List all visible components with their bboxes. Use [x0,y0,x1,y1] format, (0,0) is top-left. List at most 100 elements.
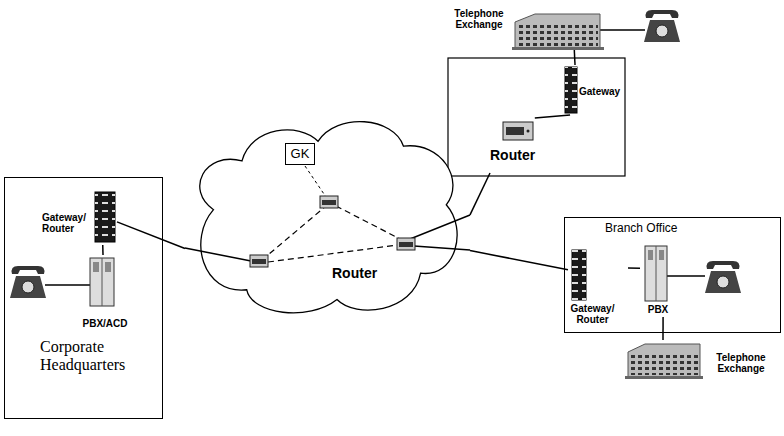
cabinet-panel [105,262,111,272]
cloud-wire [410,215,470,239]
network-cloud: Router GK [185,112,470,322]
cabinet-panel [648,250,653,260]
router-icon [503,122,533,140]
link-line [117,222,185,249]
pbx: PBX [640,242,675,317]
telephone-handset [707,261,740,269]
telephone-exchange: Telephone Exchange [625,340,780,388]
telephone-base [10,276,46,298]
link-line [102,245,104,255]
router: Router [478,118,558,173]
telephone-dial [717,276,729,288]
phone-wire [45,284,90,285]
rack-body [572,250,586,300]
node-label: Telephone Exchange [443,8,515,30]
telephone-base [644,20,680,42]
link-line [574,50,576,65]
cabinet-line [656,246,657,301]
router-body [397,238,415,250]
rack-slots [572,250,586,300]
exchange-building [512,14,604,50]
node-label: Corporate Headquarters [40,338,155,375]
node-label: PBX [638,304,678,315]
telephone [705,261,741,293]
node-label: Gateway/ Router [42,212,94,234]
dashed-link [268,245,398,262]
pbx-acd: PBX/ACD [85,255,130,335]
node-label: Telephone Exchange [705,352,777,374]
link-line [628,267,640,269]
dashed-link [262,206,326,260]
gateway-router: Gateway/ Router [568,245,628,330]
cabinet-body [645,246,667,301]
node-label: Gateway [579,86,625,97]
telephone-handset [646,10,679,18]
router-front [399,242,413,247]
router-icon [397,238,415,250]
dotted-link [305,166,326,197]
router-icon [320,196,338,208]
telephone-dial [22,281,34,293]
rack-slots [95,192,115,242]
cabinet-panel [93,262,99,272]
rack-body [565,67,577,113]
router-light [527,130,530,133]
cabinet-panel [659,250,664,260]
gateway-rack [572,250,586,300]
cabinet-line [102,258,103,306]
router-front [506,127,524,135]
dashed-links [262,206,402,262]
router-icon [250,255,268,267]
building-body [628,344,700,377]
node-label: GK [286,147,314,161]
gatekeeper-box: GK [285,143,315,165]
telephone-dial [656,25,668,37]
link-line [535,115,570,118]
gateway-rack [95,192,115,242]
site-box [448,58,625,176]
pbx-cabinet [645,246,667,301]
phone-wire [667,275,705,276]
cloud-wires [185,215,470,261]
gateway-rack [565,67,577,113]
site-box: Corporate Headquarters Gateway/ RouterPBX… [5,178,162,418]
node-label: Branch Office [605,222,705,235]
cloud-wire [185,248,251,261]
telephone-handset [12,266,45,274]
telephone [10,266,46,298]
link-line [662,317,664,340]
building-body [515,14,600,48]
cloud-wire [414,246,470,250]
phone-wire [600,29,645,30]
gateway: Gateway [562,65,624,115]
exchange-building [625,344,703,379]
link-line [470,251,568,270]
gateway-router: Gateway/ Router [42,190,117,245]
building-windows [518,22,598,46]
telephone-base [705,271,741,293]
node-label: Router [332,266,392,281]
router-body [320,196,338,208]
rack-body [95,192,115,242]
dashed-link [336,206,402,240]
node-label: PBX/ACD [75,318,135,329]
router-body [250,255,268,267]
dotted-link [305,166,326,197]
site-box: Branch OfficeGateway/ Router PBX [565,218,780,332]
building-windows [631,352,698,375]
cabinet-body [90,258,114,306]
telephone [644,10,680,42]
cloud-shape [200,122,457,313]
building-base [512,47,604,50]
router-front [322,200,336,205]
building-base [625,376,703,379]
cloud-outline [185,112,470,322]
rack-slots [565,67,577,113]
site-box-outline [448,58,625,176]
node-label: Router [490,148,550,163]
pbx-cabinet [90,258,114,306]
telephone-exchange: Telephone Exchange [440,5,610,50]
link-line [470,173,490,215]
node-label: Gateway/ Router [565,303,620,325]
